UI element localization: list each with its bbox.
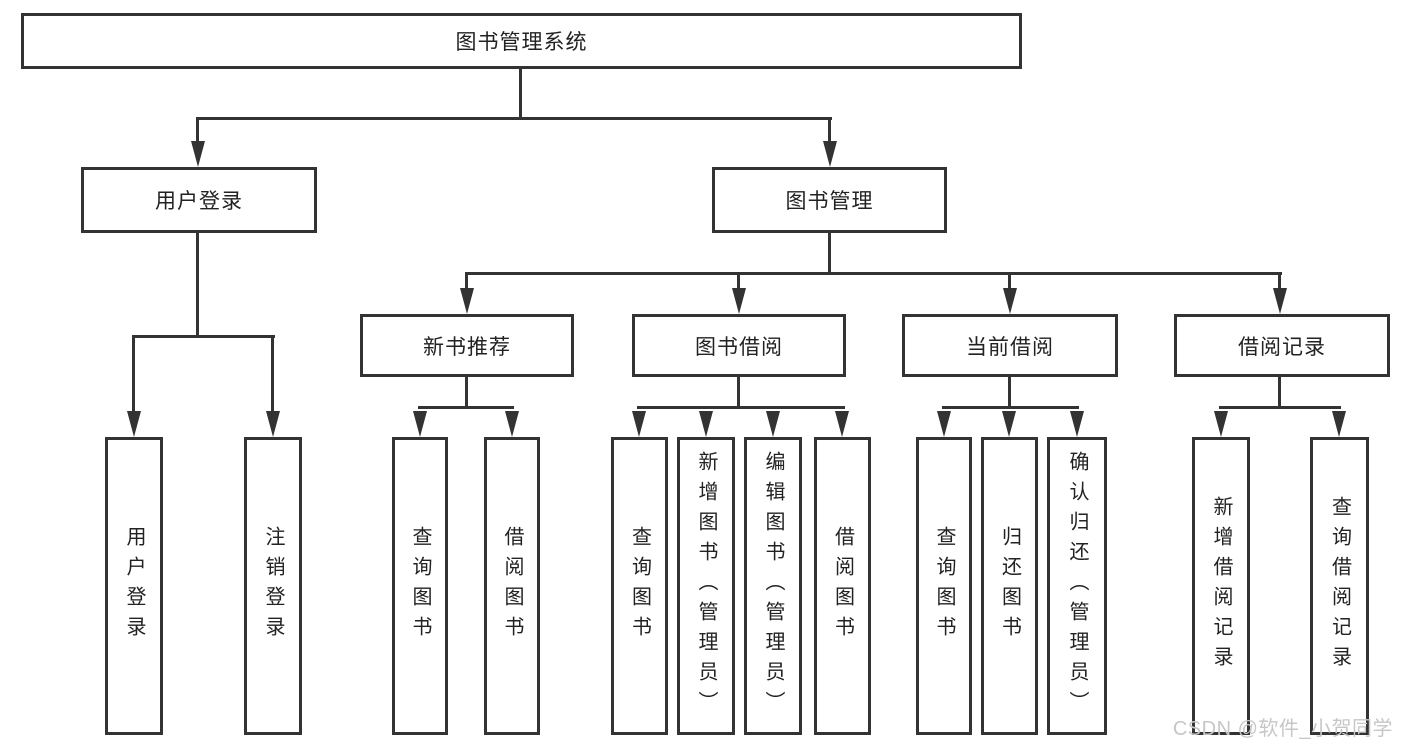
arrow-down-icon: [835, 411, 849, 437]
connector-rec-stem: [465, 377, 468, 408]
node-root: 图书管理系统: [21, 13, 1022, 69]
leaf-query-book-borrow: 查询图书: [611, 437, 668, 735]
node-new-book-recommend: 新书推荐: [360, 314, 574, 377]
connector-leaf-drop: [132, 335, 135, 413]
arrow-down-icon: [505, 411, 519, 437]
node-user-login-label: 用户登录: [155, 190, 243, 213]
leaf-edit-book-admin: 编辑图书（管理员）: [744, 437, 802, 735]
connector-rec-bar: [418, 406, 514, 409]
connector-borrow-stem: [737, 377, 740, 408]
arrow-down-icon: [699, 411, 713, 437]
arrow-down-icon: [1003, 288, 1017, 314]
arrow-down-icon: [823, 141, 837, 167]
leaf-logout-label: 注销登录: [262, 526, 284, 646]
connector-level2-drop: [1278, 272, 1281, 290]
node-book-borrow-label: 图书借阅: [695, 335, 783, 359]
node-book-borrow: 图书借阅: [632, 314, 846, 377]
connector-current-stem: [1008, 377, 1011, 408]
leaf-borrow-book-rec-label: 借阅图书: [501, 526, 523, 646]
connector-level2-drop: [737, 272, 740, 290]
connector-level2-drop: [465, 272, 468, 290]
leaf-query-book-rec-label: 查询图书: [409, 526, 431, 646]
leaf-add-book-admin-label: 新增图书（管理员）: [695, 451, 717, 721]
leaf-logout: 注销登录: [244, 437, 302, 735]
connector-level2-drop: [1008, 272, 1011, 290]
connector-records-bar: [1219, 406, 1341, 409]
leaf-query-book-current: 查询图书: [916, 437, 972, 735]
node-book-management: 图书管理: [712, 167, 947, 233]
leaf-borrow-book-borrow: 借阅图书: [814, 437, 871, 735]
watermark: CSDN @软件_小贺同学: [1172, 718, 1393, 740]
node-current-borrow: 当前借阅: [902, 314, 1118, 377]
arrow-down-icon: [127, 411, 141, 437]
node-new-book-recommend-label: 新书推荐: [423, 335, 511, 359]
leaf-borrow-book-borrow-label: 借阅图书: [831, 526, 854, 646]
node-root-label: 图书管理系统: [455, 31, 588, 54]
arrow-down-icon: [937, 411, 951, 437]
arrow-down-icon: [632, 411, 646, 437]
connector-book-mgmt-drop: [828, 117, 831, 143]
arrow-down-icon: [1273, 288, 1287, 314]
connector-level1-bar: [196, 117, 832, 120]
node-borrow-records-label: 借阅记录: [1238, 335, 1326, 359]
leaf-return-book: 归还图书: [981, 437, 1038, 735]
leaf-confirm-return-admin-label: 确认归还（管理员）: [1066, 451, 1088, 721]
leaf-add-borrow-record: 新增借阅记录: [1192, 437, 1250, 735]
leaf-query-book-rec: 查询图书: [392, 437, 448, 735]
node-borrow-records: 借阅记录: [1174, 314, 1390, 377]
arrow-down-icon: [460, 288, 474, 314]
arrow-down-icon: [191, 141, 205, 167]
leaf-borrow-book-rec: 借阅图书: [484, 437, 540, 735]
connector-level2-bar: [466, 272, 1282, 275]
arrow-down-icon: [1214, 411, 1228, 437]
connector-current-bar: [942, 406, 1079, 409]
leaf-user-login-label: 用户登录: [123, 526, 145, 646]
leaf-query-borrow-record: 查询借阅记录: [1310, 437, 1369, 735]
arrow-down-icon: [1332, 411, 1346, 437]
leaf-return-book-label: 归还图书: [998, 526, 1021, 646]
arrow-down-icon: [732, 288, 746, 314]
connector-borrow-bar: [637, 406, 845, 409]
connector-records-stem: [1278, 377, 1281, 408]
leaf-add-borrow-record-label: 新增借阅记录: [1210, 496, 1232, 676]
arrow-down-icon: [266, 411, 280, 437]
connector-leaf-drop: [271, 335, 274, 413]
node-user-login: 用户登录: [81, 167, 317, 233]
connector-root-stem: [519, 69, 522, 118]
arrow-down-icon: [766, 411, 780, 437]
node-current-borrow-label: 当前借阅: [966, 335, 1054, 359]
connector-user-login-stem: [196, 233, 199, 338]
leaf-user-login: 用户登录: [105, 437, 163, 735]
leaf-query-borrow-record-label: 查询借阅记录: [1328, 496, 1351, 676]
leaf-query-book-current-label: 查询图书: [933, 526, 955, 646]
arrow-down-icon: [1002, 411, 1016, 437]
leaf-add-book-admin: 新增图书（管理员）: [677, 437, 735, 735]
node-book-management-label: 图书管理: [785, 190, 874, 213]
leaf-confirm-return-admin: 确认归还（管理员）: [1047, 437, 1107, 735]
connector-book-mgmt-stem: [828, 233, 831, 275]
leaf-edit-book-admin-label: 编辑图书（管理员）: [762, 451, 784, 721]
connector-user-login-drop: [196, 117, 199, 143]
connector-user-login-bar: [133, 335, 275, 338]
leaf-query-book-borrow-label: 查询图书: [628, 526, 651, 646]
arrow-down-icon: [1070, 411, 1084, 437]
arrow-down-icon: [413, 411, 427, 437]
